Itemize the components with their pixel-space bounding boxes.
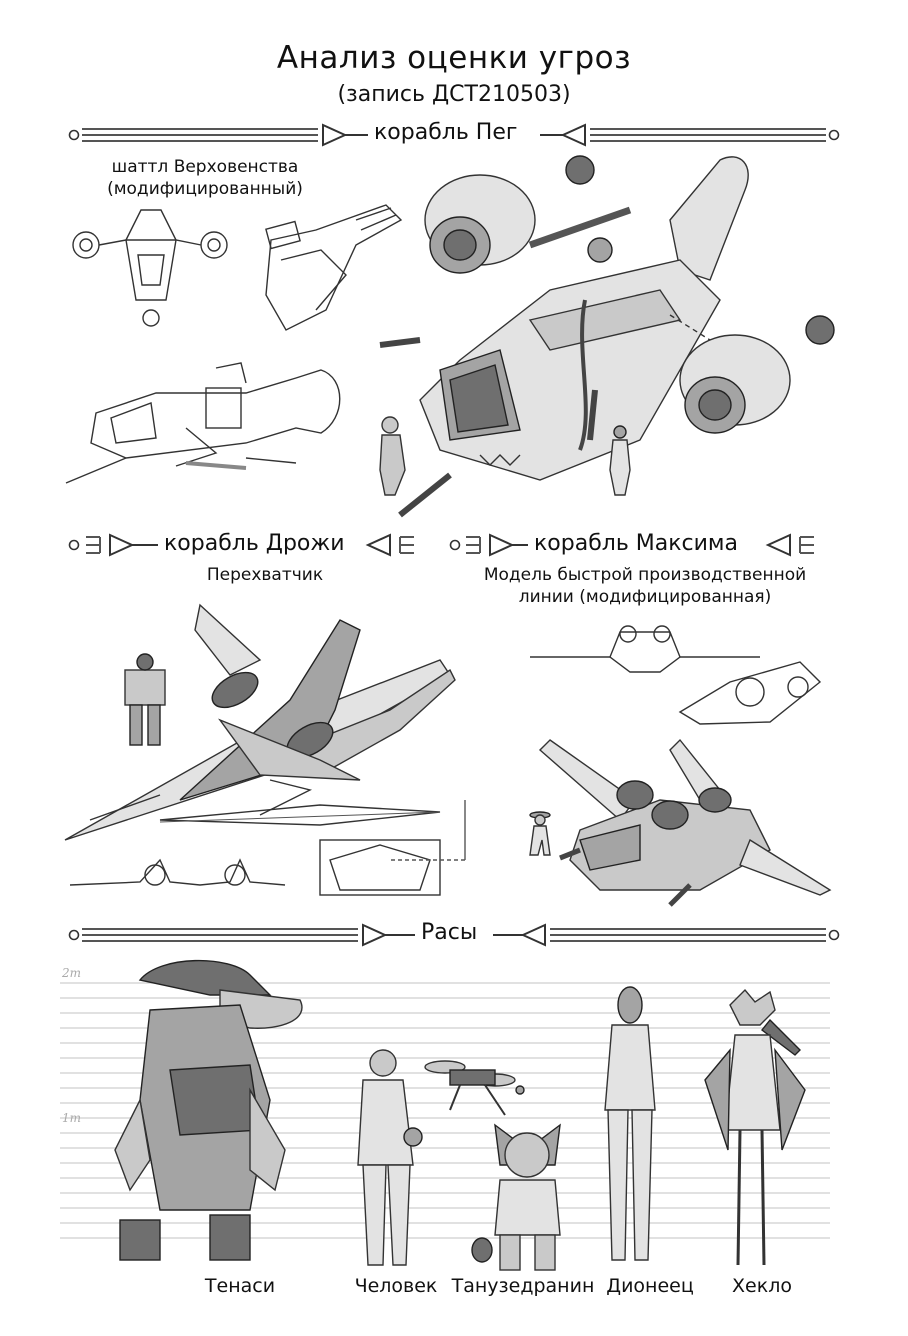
human-figure <box>357 1049 423 1266</box>
tanuzedranin-figure <box>471 1123 561 1271</box>
maxim-caption: Модель быстрой производственной линии (м… <box>440 564 850 608</box>
race-name-tenasi: Тенаси <box>204 1275 276 1297</box>
heklo-figure <box>704 988 806 1266</box>
page-title: Анализ оценки угроз <box>276 40 632 76</box>
maxim-figure <box>529 811 551 856</box>
maxim-caption-line1: Модель быстрой производственной <box>483 565 807 585</box>
peg-top-view-blueprint <box>265 204 403 331</box>
race-name-human: Человек <box>354 1275 438 1297</box>
peg-ship-illustration <box>379 155 835 518</box>
drone-figure <box>424 1060 525 1116</box>
drozhi-robot-figure <box>124 653 166 746</box>
middle-section-divider <box>68 533 814 557</box>
peg-caption-line2: (модифицированный) <box>107 179 303 199</box>
peg-side-view-blueprint <box>65 362 341 484</box>
race-name-tanuzedranin: Танузедранин <box>451 1275 595 1297</box>
drozhi-blueprints <box>69 800 466 896</box>
tenasi-figure <box>114 959 303 1261</box>
scale-label-2m: 2m <box>62 966 82 980</box>
races-section-divider <box>68 923 840 947</box>
races-section-label: Расы <box>415 920 484 945</box>
peg-human-figure <box>609 425 631 496</box>
maxim-blueprints <box>530 625 822 725</box>
dioneets-figure <box>604 986 656 1261</box>
peg-caption-line1: шаттл Верховенства <box>111 157 299 177</box>
maxim-ship-illustration <box>529 738 832 907</box>
peg-section-divider <box>68 123 840 147</box>
peg-caption: шаттл Верховенства (модифицированный) <box>60 156 350 200</box>
drozhi-section-label: корабль Дрожи <box>158 531 351 556</box>
race-name-heklo: Хекло <box>732 1275 792 1297</box>
peg-front-view-blueprint <box>72 209 228 327</box>
drozhi-ship-illustration <box>64 603 456 841</box>
race-name-dioneets: Дионеец <box>606 1275 694 1297</box>
scale-label-1m: 1m <box>62 1111 82 1125</box>
peg-creature-figure <box>379 416 406 496</box>
peg-section-label: корабль Пег <box>368 120 524 145</box>
drozhi-caption: Перехватчик <box>206 565 324 585</box>
maxim-section-label: корабль Максима <box>528 531 745 556</box>
page-subtitle: (запись ДСТ210503) <box>337 82 571 107</box>
maxim-caption-line2: линии (модифицированная) <box>518 587 772 607</box>
